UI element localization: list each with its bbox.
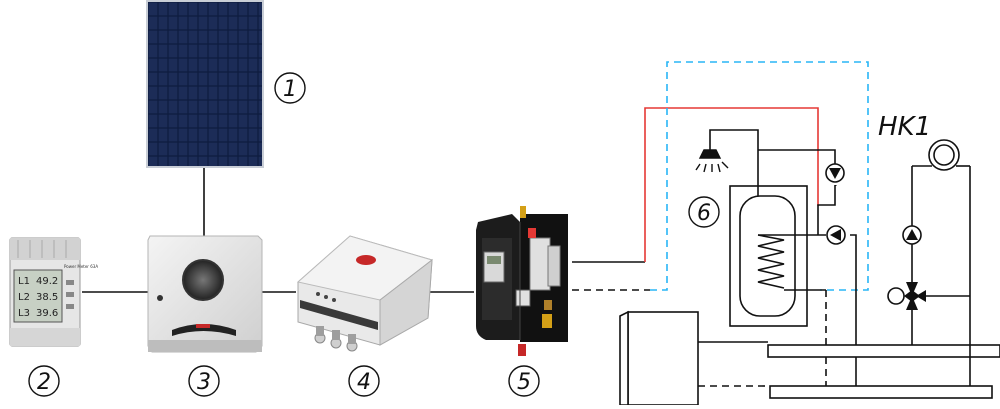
svg-text:2: 2	[37, 370, 51, 395]
meter-phase-1: L1	[18, 276, 30, 287]
meter-brand: Power Meter 63A	[64, 264, 98, 269]
shower-icon	[695, 149, 729, 173]
mixing-valve-icon	[887, 282, 926, 310]
svg-text:5: 5	[517, 370, 531, 395]
svg-text:4: 4	[357, 370, 371, 395]
pump-icon-circuit	[902, 225, 922, 245]
label-hk1: HK1	[878, 112, 931, 142]
hydraulic-station	[476, 206, 568, 356]
svg-text:3: 3	[197, 370, 211, 395]
svg-text:HK1: HK1	[878, 112, 931, 142]
meter-value-2: 38.5	[36, 292, 58, 303]
meter-phase-3: L3	[18, 308, 30, 319]
label-2: 2	[28, 365, 60, 397]
label-1: 1	[274, 72, 306, 104]
heating-schematic	[619, 61, 1000, 406]
label-5: 5	[508, 365, 540, 397]
pump-icon-hot-water	[825, 163, 845, 183]
hybrid-inverter	[147, 235, 263, 353]
control-unit	[296, 235, 434, 352]
label-6: 6	[688, 196, 720, 228]
label-4: 4	[348, 365, 380, 397]
svg-text:1: 1	[283, 77, 297, 102]
label-3: 3	[188, 365, 220, 397]
solar-panel	[146, 0, 264, 168]
meter-phase-2: L2	[18, 292, 30, 303]
heating-circuit-icon	[928, 139, 960, 171]
power-meter: Power Meter 63A L1 49.2 L2 38.5 L3 39.6	[9, 237, 98, 347]
svg-text:6: 6	[697, 201, 711, 226]
electrical-wiring	[82, 168, 650, 293]
pump-icon-tank	[826, 225, 846, 245]
meter-value-1: 49.2	[36, 276, 58, 287]
meter-value-3: 39.6	[36, 308, 58, 319]
